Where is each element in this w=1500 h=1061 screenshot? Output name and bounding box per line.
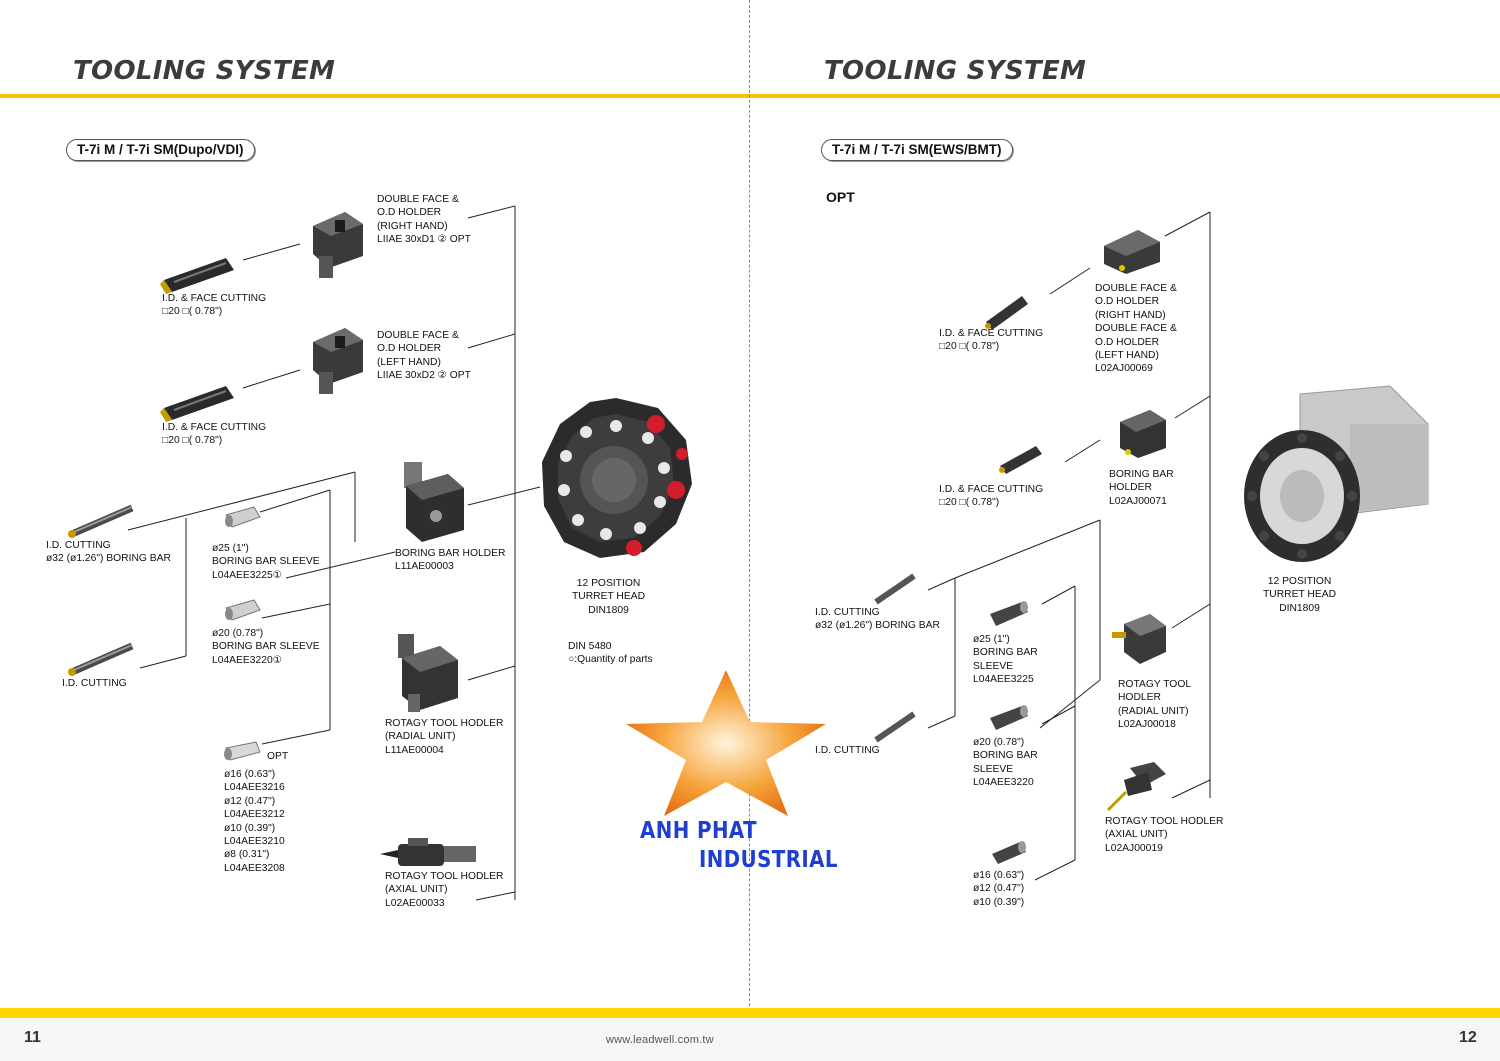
label-turret-head: 12 POSITION TURRET HEAD DIN1809: [1263, 576, 1337, 614]
face-cutting-tool-icon: [999, 446, 1042, 474]
boring-bar-sleeve-icon: [225, 506, 261, 528]
boring-bar-sleeve-icon: [992, 841, 1026, 864]
label-sleeve-25: ø25 (1") BORING BAR SLEEVE L04AEE3225: [973, 634, 1038, 686]
label-opt: OPT: [267, 751, 289, 762]
double-face-holder-icon: [1104, 230, 1160, 274]
label-small-sleeves: ø16 (0.63") L04AEE3216 ø12 (0.47") L04AE…: [224, 769, 285, 874]
left-model-badge: T-7i M / T-7i SM(Dupo/VDI): [66, 139, 255, 161]
label-double-face-right-hand: DOUBLE FACE & O.D HOLDER (RIGHT HAND) LI…: [377, 194, 471, 246]
left-page-title: TOOLING SYSTEM: [73, 56, 336, 86]
radial-tool-holder-icon: [398, 634, 458, 712]
label-din-note: DIN 5480 ○:Quantity of parts: [568, 641, 653, 666]
boring-bar-icon: [68, 642, 134, 676]
right-page-number: 12: [1459, 1029, 1477, 1046]
label-id-face-cutting: I.D. & FACE CUTTING □20 □( 0.78"): [162, 293, 267, 318]
page-divider: [749, 0, 750, 1061]
label-small-sleeves: ø16 (0.63") ø12 (0.47") ø10 (0.39"): [973, 870, 1025, 908]
label-radial-unit: ROTAGY TOOL HODLER (RADIAL UNIT) L02AJ00…: [1118, 679, 1192, 731]
boring-bar-sleeve-icon: [990, 705, 1028, 730]
face-cutting-tool-icon: [160, 386, 234, 422]
face-cutting-tool-icon: [160, 258, 234, 294]
turret-head-icon: [1244, 385, 1429, 562]
right-opt-heading: OPT: [826, 189, 855, 205]
label-axial-unit: ROTAGY TOOL HODLER (AXIAL UNIT) L02AJ000…: [1105, 816, 1224, 854]
watermark-line-1: ANH PHAT: [640, 818, 758, 844]
label-boring-bar-holder: BORING BAR HOLDER L11AE00003: [395, 548, 506, 573]
right-model-badge: T-7i M / T-7i SM(EWS/BMT): [821, 139, 1013, 161]
label-double-face-left-hand: DOUBLE FACE & O.D HOLDER (LEFT HAND) LII…: [377, 330, 471, 382]
axial-tool-holder-icon: [380, 838, 476, 866]
boring-bar-sleeve-icon: [224, 741, 261, 761]
turret-head-icon: [542, 398, 692, 558]
footer-band: [0, 1018, 1500, 1061]
label-turret-head: 12 POSITION TURRET HEAD DIN1809: [572, 578, 646, 616]
label-sleeve-25: ø25 (1") BORING BAR SLEEVE L04AEE3225①: [212, 543, 320, 581]
label-boring-bar-holder: BORING BAR HOLDER L02AJ00071: [1109, 469, 1174, 507]
footer-rule: [0, 1008, 1500, 1018]
label-id-face-cutting: I.D. & FACE CUTTING □20 □( 0.78"): [162, 422, 267, 447]
label-axial-unit: ROTAGY TOOL HODLER (AXIAL UNIT) L02AE000…: [385, 871, 504, 909]
boring-bar-holder-icon: [404, 462, 464, 542]
label-radial-unit: ROTAGY TOOL HODLER (RADIAL UNIT) L11AE00…: [385, 718, 504, 756]
label-id-cutting-boring-bar: I.D. CUTTING ø32 (ø1.26") BORING BAR: [46, 540, 171, 565]
label-sleeve-20: ø20 (0.78") BORING BAR SLEEVE L04AEE3220…: [212, 628, 320, 666]
boring-bar-icon: [68, 504, 134, 538]
radial-tool-holder-icon: [1112, 614, 1166, 664]
boring-bar-icon: [874, 573, 916, 605]
label-id-cutting-boring-bar: I.D. CUTTING ø32 (ø1.26") BORING BAR: [815, 607, 940, 632]
boring-bar-sleeve-icon: [990, 601, 1028, 626]
label-id-face-cutting: I.D. & FACE CUTTING □20 □( 0.78"): [939, 484, 1044, 509]
right-page-title: TOOLING SYSTEM: [824, 56, 1087, 86]
left-page-number: 11: [24, 1029, 41, 1046]
star-logo-icon: [626, 670, 826, 816]
label-id-cutting: I.D. CUTTING: [815, 745, 880, 756]
double-face-holder-icon: [313, 328, 363, 394]
axial-tool-holder-icon: [1106, 762, 1166, 812]
label-id-face-cutting: I.D. & FACE CUTTING □20 □( 0.78"): [939, 328, 1044, 353]
double-face-holder-icon: [313, 212, 363, 278]
face-cutting-tool-icon: [985, 296, 1028, 330]
label-id-cutting: I.D. CUTTING: [62, 678, 127, 689]
label-sleeve-20: ø20 (0.78") BORING BAR SLEEVE L04AEE3220: [973, 737, 1038, 789]
watermark-line-2: INDUSTRIAL: [699, 847, 838, 873]
boring-bar-icon: [874, 711, 916, 743]
label-double-face: DOUBLE FACE & O.D HOLDER (RIGHT HAND) DO…: [1095, 283, 1177, 375]
boring-bar-holder-icon: [1120, 410, 1166, 458]
footer-url[interactable]: www.leadwell.com.tw: [606, 1034, 714, 1046]
header-rule: [0, 94, 1500, 98]
boring-bar-sleeve-icon: [225, 599, 261, 621]
